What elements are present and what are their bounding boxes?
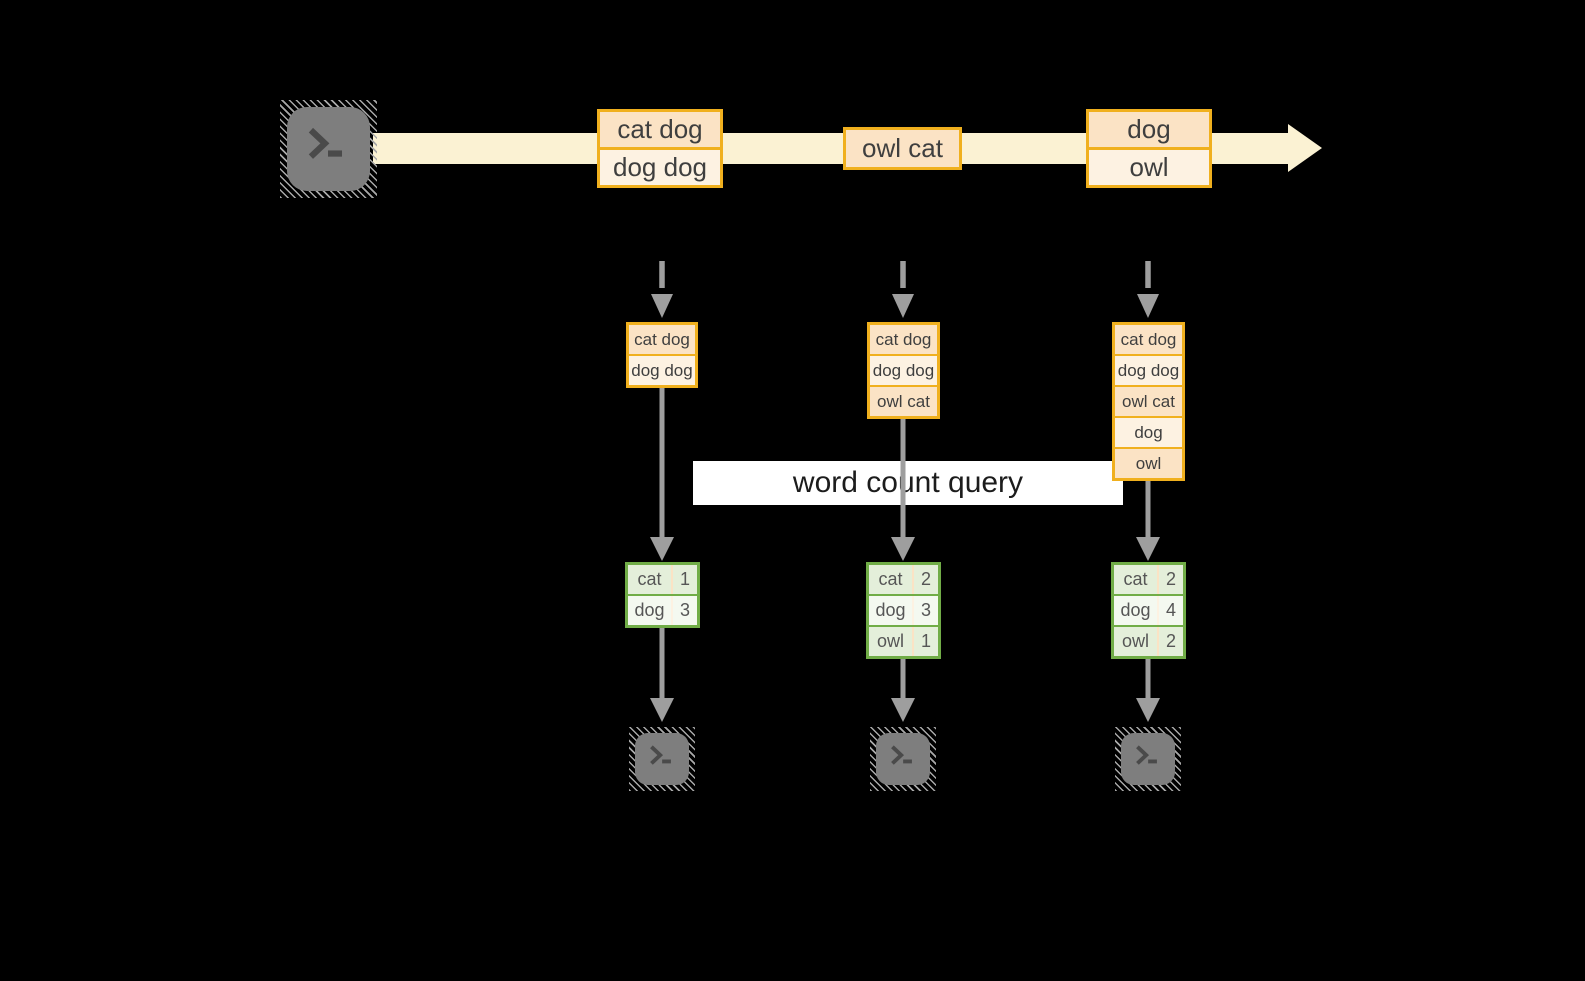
stream-batch-2: owl cat [843, 127, 962, 170]
dashed-arrow-head-1 [651, 294, 673, 318]
query-arrow-head-3 [1136, 537, 1160, 561]
count-cell: 1 [914, 627, 938, 656]
sink-terminal-icon-3 [1115, 727, 1181, 791]
word-cell: owl [1114, 627, 1157, 656]
word-cell: dog [1114, 596, 1157, 625]
count-cell: 3 [673, 596, 697, 625]
terminal-prompt-icon [1135, 745, 1157, 766]
terminal-body [287, 107, 370, 191]
count-table-2: cat 2 dog 3 owl 1 [866, 562, 941, 659]
input-stack-1: cat dog dog dog [626, 322, 698, 388]
word-cell: cat [869, 565, 912, 594]
input-stack-2: cat dog dog dog owl cat [867, 322, 940, 419]
stack-item: owl [1115, 449, 1182, 478]
word-cell: dog [628, 596, 671, 625]
query-banner: word count query [693, 461, 1123, 505]
stack-item: cat dog [870, 325, 937, 354]
word-cell: dog [869, 596, 912, 625]
count-row: dog 3 [869, 596, 938, 625]
sink-arrow-head-1 [650, 698, 674, 722]
source-terminal-icon [280, 100, 377, 198]
query-arrow-head-1 [650, 537, 674, 561]
stream-record: owl cat [846, 130, 959, 167]
query-arrow-head-2 [891, 537, 915, 561]
count-row: dog 3 [628, 596, 697, 625]
count-cell: 4 [1159, 596, 1183, 625]
dashed-ingest-arrows [651, 261, 1159, 318]
count-row: dog 4 [1114, 596, 1183, 625]
stream-batch-1: cat dog dog dog [597, 109, 723, 188]
terminal-prompt-icon [890, 745, 912, 766]
terminal-prompt-icon [649, 745, 671, 766]
stack-item: dog dog [870, 356, 937, 385]
word-cell: cat [628, 565, 671, 594]
dashed-arrow-head-2 [892, 294, 914, 318]
word-cell: owl [869, 627, 912, 656]
terminal-prompt-icon [309, 127, 343, 159]
terminal-body [1121, 733, 1175, 785]
word-cell: cat [1114, 565, 1157, 594]
count-table-1: cat 1 dog 3 [625, 562, 700, 628]
count-row: cat 2 [869, 565, 938, 594]
stream-record: dog [1089, 112, 1209, 147]
count-row: owl 1 [869, 627, 938, 656]
input-stack-3: cat dog dog dog owl cat dog owl [1112, 322, 1185, 481]
stream-record: owl [1089, 150, 1209, 185]
sink-terminal-icon-2 [870, 727, 936, 791]
count-row: owl 2 [1114, 627, 1183, 656]
count-cell: 2 [1159, 627, 1183, 656]
count-cell: 1 [673, 565, 697, 594]
terminal-body [635, 733, 689, 785]
stream-record: dog dog [600, 150, 720, 185]
count-row: cat 2 [1114, 565, 1183, 594]
stream-band-arrowhead-icon [1288, 124, 1322, 172]
stack-item: cat dog [629, 325, 695, 354]
stack-item: dog dog [629, 356, 695, 385]
count-table-3: cat 2 dog 4 owl 2 [1111, 562, 1186, 659]
stack-item: dog dog [1115, 356, 1182, 385]
terminal-body [876, 733, 930, 785]
sink-arrow-head-3 [1136, 698, 1160, 722]
sink-terminal-icon-1 [629, 727, 695, 791]
stack-item: owl cat [870, 387, 937, 416]
count-cell: 3 [914, 596, 938, 625]
dashed-arrow-head-3 [1137, 294, 1159, 318]
stack-item: cat dog [1115, 325, 1182, 354]
stream-batch-3: dog owl [1086, 109, 1212, 188]
query-banner-label: word count query [792, 466, 1024, 499]
count-cell: 2 [914, 565, 938, 594]
count-cell: 2 [1159, 565, 1183, 594]
stack-item: owl cat [1115, 387, 1182, 416]
stack-item: dog [1115, 418, 1182, 447]
sink-arrow-head-2 [891, 698, 915, 722]
count-row: cat 1 [628, 565, 697, 594]
stream-record: cat dog [600, 112, 720, 147]
